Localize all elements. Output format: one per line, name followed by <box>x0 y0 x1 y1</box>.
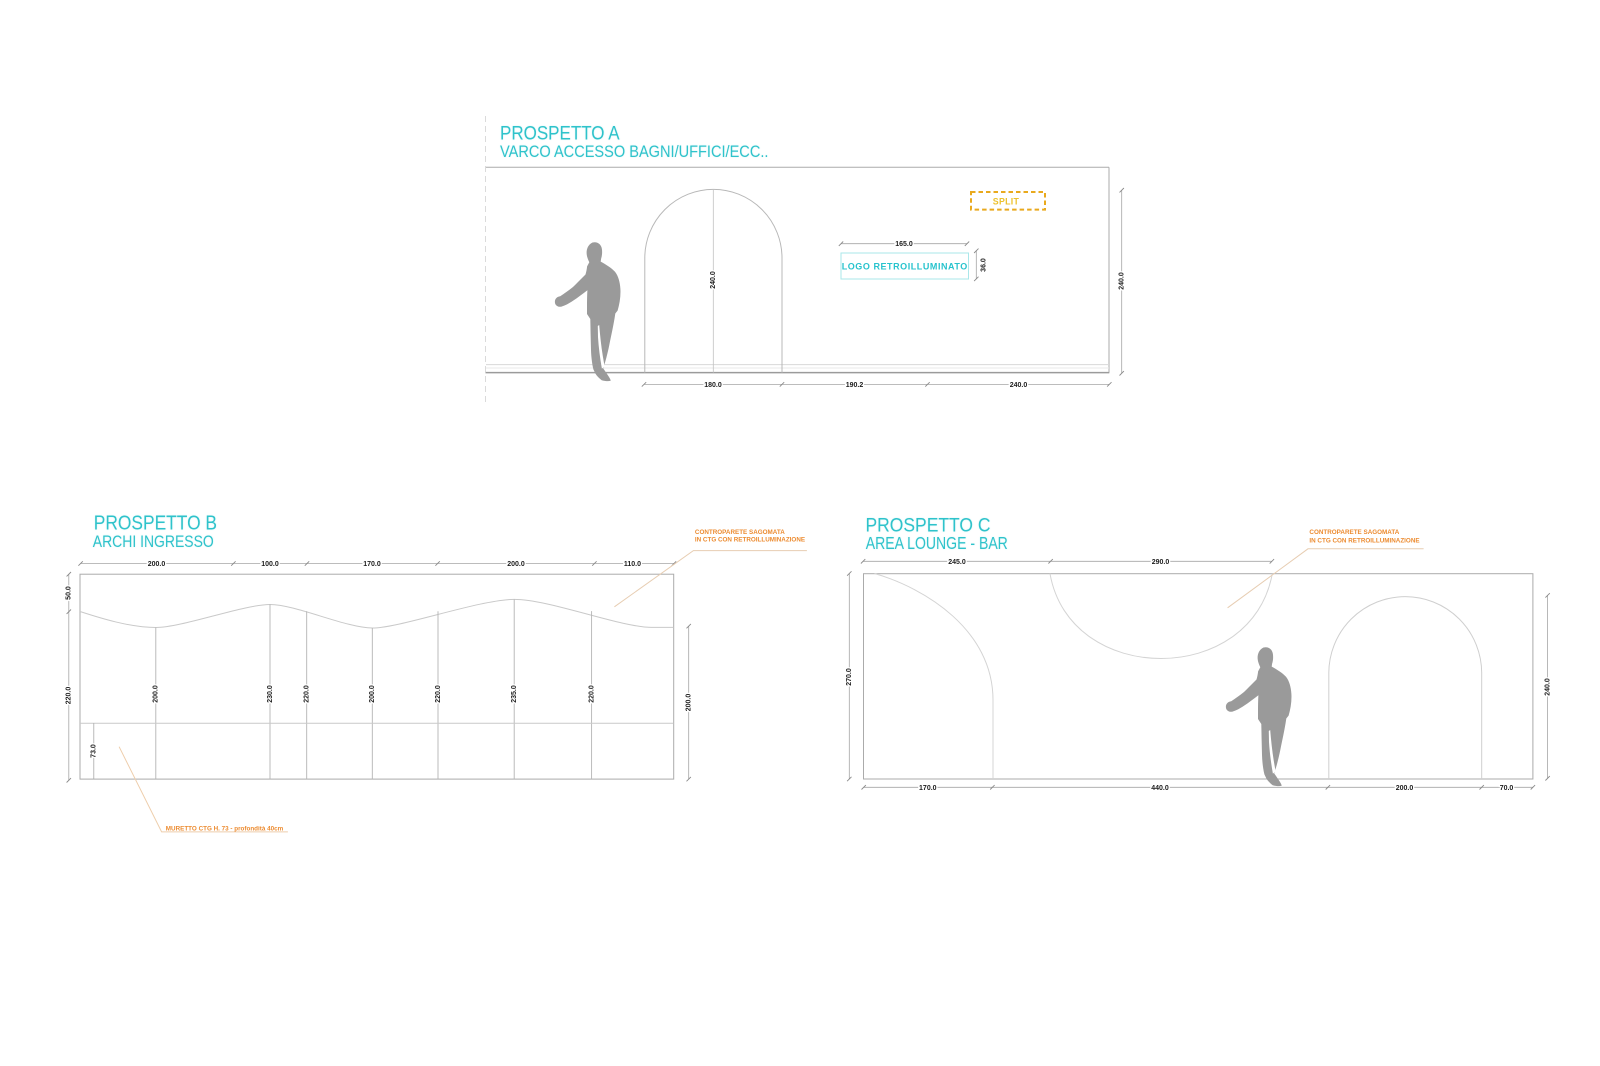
svg-text:270.0: 270.0 <box>846 668 853 686</box>
svg-text:IN CTG CON RETROILLUMINAZIONE: IN CTG CON RETROILLUMINAZIONE <box>1309 537 1419 544</box>
svg-text:70.0: 70.0 <box>1500 785 1514 792</box>
svg-text:220.0: 220.0 <box>304 685 311 703</box>
svg-text:PROSPETTO B: PROSPETTO B <box>94 511 217 533</box>
svg-text:440.0: 440.0 <box>1151 785 1169 792</box>
svg-text:190.2: 190.2 <box>846 382 864 389</box>
svg-text:VARCO ACCESSO BAGNI/UFFICI/ECC: VARCO ACCESSO BAGNI/UFFICI/ECC.. <box>500 143 768 161</box>
svg-text:50.0: 50.0 <box>66 586 73 600</box>
svg-text:LOGO RETROILLUMINATO: LOGO RETROILLUMINATO <box>842 262 968 272</box>
svg-text:CONTROPARETE SAGOMATA: CONTROPARETE SAGOMATA <box>1309 529 1399 536</box>
svg-text:240.0: 240.0 <box>1119 272 1126 290</box>
svg-text:240.0: 240.0 <box>1010 382 1028 389</box>
svg-text:220.0: 220.0 <box>435 685 442 703</box>
svg-text:PROSPETTO A: PROSPETTO A <box>500 123 620 144</box>
svg-text:SPLIT: SPLIT <box>993 197 1020 207</box>
svg-text:ARCHI INGRESSO: ARCHI INGRESSO <box>93 533 214 552</box>
svg-text:200.0: 200.0 <box>153 685 160 703</box>
svg-text:240.0: 240.0 <box>710 271 717 289</box>
svg-text:170.0: 170.0 <box>919 785 937 792</box>
svg-text:100.0: 100.0 <box>261 561 279 568</box>
svg-text:180.0: 180.0 <box>704 382 722 389</box>
svg-text:CONTROPARETE SAGOMATA: CONTROPARETE SAGOMATA <box>695 529 785 536</box>
svg-text:290.0: 290.0 <box>1152 559 1170 566</box>
svg-text:200.0: 200.0 <box>148 561 166 568</box>
svg-text:245.0: 245.0 <box>948 559 966 566</box>
svg-text:200.0: 200.0 <box>507 561 525 568</box>
svg-text:200.0: 200.0 <box>686 694 693 712</box>
svg-text:MURETTO CTG H. 73 - profondità: MURETTO CTG H. 73 - profondità 40cm <box>166 825 284 832</box>
svg-text:165.0: 165.0 <box>895 241 913 248</box>
svg-text:235.0: 235.0 <box>511 685 518 703</box>
svg-text:230.0: 230.0 <box>267 685 274 703</box>
svg-text:73.0: 73.0 <box>91 744 98 758</box>
svg-text:IN CTG CON RETROILLUMINAZIONE: IN CTG CON RETROILLUMINAZIONE <box>695 537 805 544</box>
svg-text:AREA LOUNGE - BAR: AREA LOUNGE - BAR <box>866 535 1008 554</box>
svg-text:240.0: 240.0 <box>1544 678 1551 696</box>
svg-text:PROSPETTO C: PROSPETTO C <box>866 514 991 536</box>
svg-text:220.0: 220.0 <box>588 685 595 703</box>
svg-text:220.0: 220.0 <box>66 687 73 705</box>
svg-text:170.0: 170.0 <box>363 561 381 568</box>
svg-text:200.0: 200.0 <box>1396 785 1414 792</box>
svg-text:200.0: 200.0 <box>369 685 376 703</box>
svg-text:110.0: 110.0 <box>624 561 641 568</box>
svg-text:36.0: 36.0 <box>980 258 987 272</box>
